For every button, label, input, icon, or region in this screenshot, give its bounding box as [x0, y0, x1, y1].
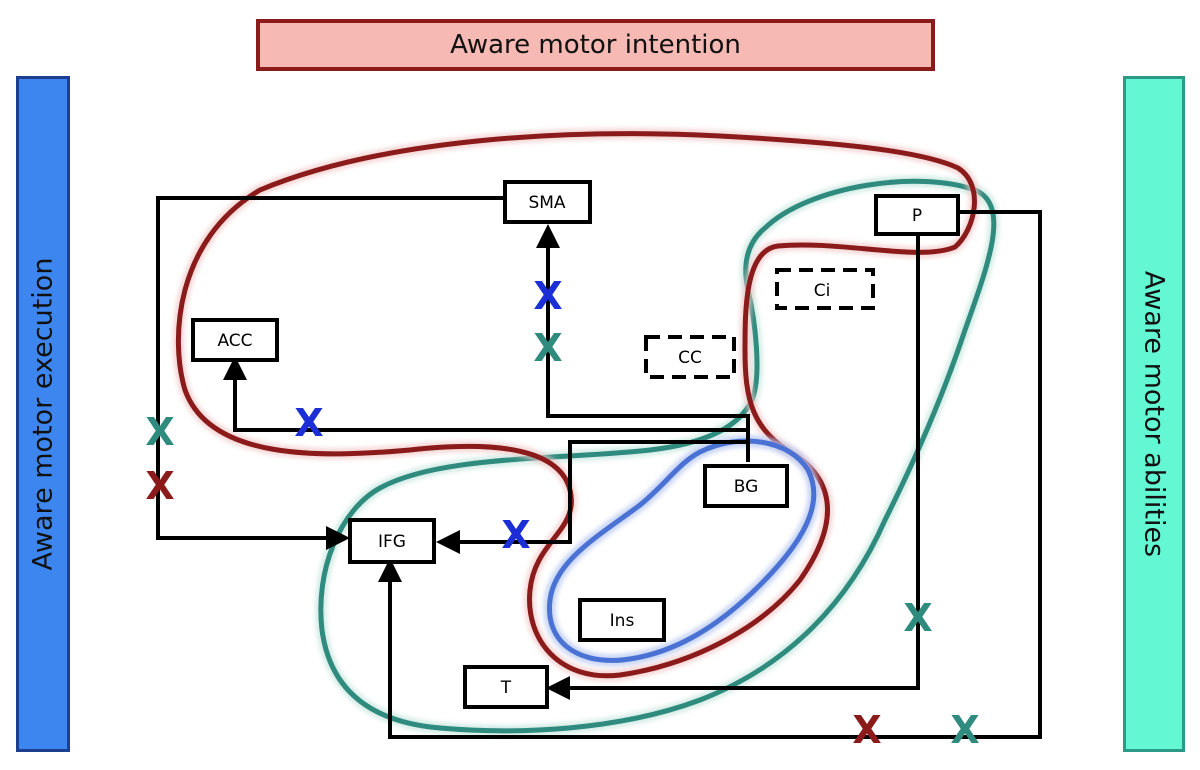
node-cc-label: CC: [678, 348, 702, 368]
edge-bg-ifg: [436, 430, 750, 554]
x-mark-icon-left-red: X: [145, 464, 174, 508]
execution-banner: [16, 76, 70, 752]
node-ci-label: Ci: [814, 281, 831, 301]
x-mark-icon-sma-blue: X: [533, 274, 562, 318]
x-mark-icon-acc-blue: X: [294, 401, 323, 445]
intention-banner-label: Aware motor intention: [450, 30, 741, 60]
node-bg-label: BG: [734, 477, 759, 497]
node-sma-label: SMA: [528, 193, 565, 213]
node-p: P: [874, 194, 960, 236]
edge-sma-ifg: [156, 196, 505, 550]
node-ifg-label: IFG: [378, 532, 406, 552]
x-mark-icon-bottom-red: X: [852, 708, 881, 752]
node-ifg: IFG: [348, 518, 436, 564]
connections: [156, 196, 1042, 739]
x-mark-icon-bottom-teal: X: [950, 708, 979, 752]
insula-region-outline: [543, 435, 820, 667]
node-acc: ACC: [191, 318, 279, 362]
x-mark-icon-p-t-teal: X: [903, 596, 932, 640]
node-ins-label: Ins: [610, 611, 635, 631]
x-mark-icon-ifg-blue: X: [501, 513, 530, 557]
cross-marks: X X X X X X X X X: [145, 274, 979, 752]
abilities-banner: [1123, 76, 1185, 752]
node-bg: BG: [703, 464, 789, 508]
edge-p-ifg: [378, 210, 1042, 739]
node-sma: SMA: [503, 180, 592, 224]
edge-bg-acc: [223, 356, 748, 432]
edge-p-t: [546, 235, 920, 700]
node-ci: Ci: [775, 268, 875, 310]
node-acc-label: ACC: [217, 331, 252, 351]
node-ins: Ins: [578, 598, 666, 642]
x-mark-icon-sma-teal: X: [533, 326, 562, 370]
intention-banner: Aware motor intention: [256, 19, 935, 71]
node-cc: CC: [644, 335, 736, 379]
node-p-label: P: [912, 206, 922, 226]
abilities-region-outline: [315, 175, 1000, 737]
node-t-label: T: [500, 678, 512, 698]
intention-region-outline: [172, 128, 980, 682]
x-mark-icon-left-teal: X: [145, 410, 174, 454]
node-t: T: [463, 665, 549, 709]
